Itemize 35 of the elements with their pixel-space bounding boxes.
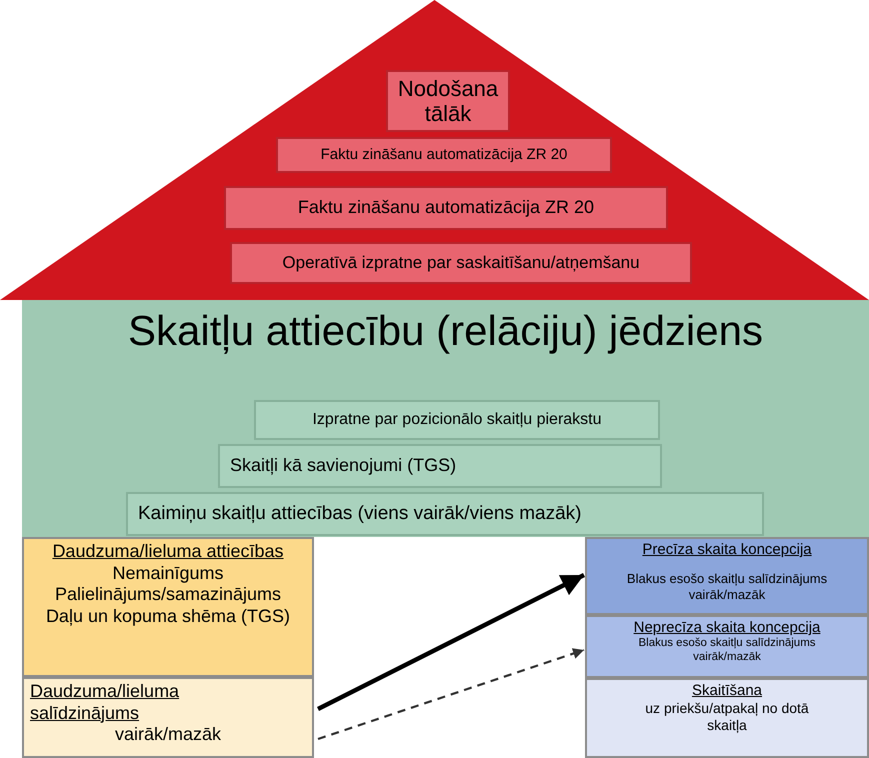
concept-box [585, 537, 869, 615]
roof-box [386, 70, 510, 132]
label-text: Nodošana tālāk [396, 76, 500, 126]
body-text: Nemainīgums [111, 562, 225, 584]
label-text: Izpratne par pozicionālo skaitļu pierakstu [312, 410, 602, 430]
body-text: vairāk/mazāk [114, 724, 222, 746]
label-text: Operatīvā izpratne par saskaitīšanu/atņemšanu [282, 252, 640, 274]
wall-panel [22, 300, 869, 537]
label-text: Faktu zināšanu automatizācija ZR 20 [320, 146, 568, 164]
label-text: Skaitļi kā savienojumi (TGS) [230, 455, 456, 477]
concept-box [585, 678, 869, 758]
body-text: Blakus esošo skaitļu salīdzinājums vairāk/mazāk [637, 637, 817, 665]
heading-text: Neprecīza skaita koncepcija [632, 619, 822, 637]
body-text: Blakus esošo skaitļu salīdzinājums vairāk/mazāk [626, 571, 828, 602]
heading-text: Skaitīšana [690, 682, 764, 700]
step-box [126, 492, 764, 536]
step-box [254, 400, 660, 440]
roof-box [230, 242, 692, 284]
label-text: Kaimiņu skaitļu attiecības (viens vairāk/viens mazāk) [138, 502, 582, 526]
house-roof [0, 0, 869, 300]
roof-box [276, 137, 612, 173]
label-text: Faktu zināšanu automatizācija ZR 20 [298, 197, 594, 219]
foundation-box [22, 537, 314, 677]
roof-box [224, 186, 668, 230]
arrow [316, 573, 586, 711]
body-text: Palielinājums/samazinājums [54, 584, 282, 606]
heading-text: Precīza skaita koncepcija [641, 541, 813, 559]
heading-text: Skaitļu attiecību (relāciju) jēdziens [127, 306, 764, 356]
foundation-box [22, 677, 314, 758]
body-text: Daļu un kopuma shēma (TGS) [44, 606, 292, 628]
step-box [218, 444, 662, 488]
arrow [318, 648, 584, 740]
body-text: uz priekšu/atpakaļ no dotā skaitļa [644, 700, 810, 734]
heading-text: Daudzuma/lieluma attiecības [51, 541, 285, 563]
concept-box [585, 615, 869, 678]
